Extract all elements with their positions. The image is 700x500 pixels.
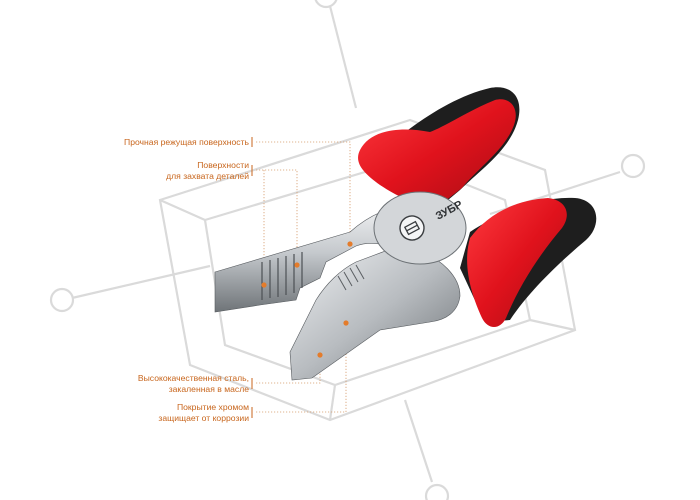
callout-cutting-surface: Прочная режущая поверхность <box>124 137 249 148</box>
callout-hardened-steel: Высококачественная сталь, закаленная в м… <box>138 373 249 395</box>
lower-jaw <box>289 249 461 381</box>
upper-jaw-serrations <box>261 252 303 300</box>
callout-text: Высококачественная сталь, <box>137 373 249 383</box>
callout-gripping-surfaces: Поверхности для захвата деталей <box>166 160 249 182</box>
upper-handle-red <box>358 99 516 206</box>
lower-handle-red <box>467 198 567 327</box>
brand-emblem-icon <box>399 215 425 241</box>
callout-text: закаленная в масле <box>168 384 249 394</box>
pliers-illustration: ЗУБР <box>214 87 597 381</box>
callout-lines <box>256 141 351 413</box>
callout-chrome-coating: Покрытие хромом защищает от коррозии <box>158 402 249 424</box>
callout-text: Прочная режущая поверхность <box>124 137 249 147</box>
callout-text: защищает от коррозии <box>158 413 249 423</box>
callout-text: для захвата деталей <box>166 171 249 181</box>
lower-jaw-serrations <box>337 264 365 291</box>
callout-text: Поверхности <box>197 160 249 170</box>
callout-dots <box>261 241 353 358</box>
callout-text: Покрытие хромом <box>176 402 249 412</box>
